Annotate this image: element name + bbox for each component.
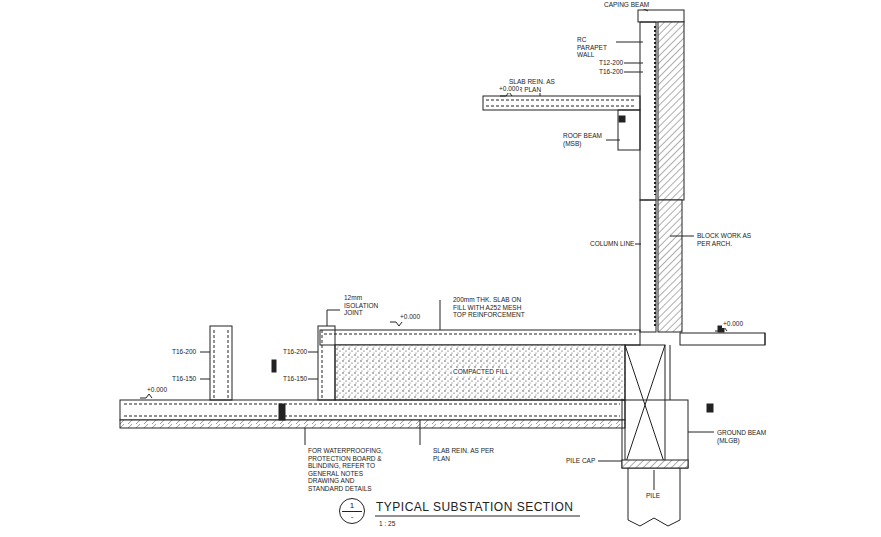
callout-label: PILE CAP	[565, 457, 596, 465]
callout-label: ROOF BEAM (MSB)	[562, 132, 606, 147]
drawing-title: TYPICAL SUBSTATION SECTION	[376, 500, 573, 514]
callout-label: +0.000	[722, 320, 744, 328]
callout-label: RC PARAPET WALL	[576, 36, 616, 59]
callout-label: 200mm THK. SLAB ON FILL WITH A252 MESH T…	[452, 296, 536, 319]
callout-label: COMPACTED FILL	[452, 368, 510, 376]
sheet-number: -	[340, 512, 364, 521]
callout-label: +0.000	[399, 313, 421, 321]
callout-label: T12-200	[598, 59, 624, 67]
callout-label: T16-200	[282, 348, 308, 356]
section-callout-circle: 1-	[339, 498, 365, 524]
callout-label: GROUND BEAM (MLGB)	[716, 429, 770, 444]
callout-label: 1 : 25	[378, 520, 396, 528]
callout-label: COLUMN LINE	[589, 240, 635, 248]
callout-label: +0.000	[146, 386, 168, 394]
callout-label: T16-150	[171, 375, 197, 383]
callout-label: CAPING BEAM	[603, 1, 650, 9]
callout-label: SLAB REIN. AS PER PLAN	[432, 447, 500, 462]
callout-label: +0.000	[498, 85, 520, 93]
callout-label: BLOCK WORK AS PER ARCH.	[696, 232, 754, 247]
callout-label: PILE	[645, 492, 661, 500]
callout-label: T16-200	[598, 68, 624, 76]
divider-line	[342, 511, 362, 512]
callout-label: T16-200	[171, 348, 197, 356]
callout-label: 12mm ISOLATION JOINT	[343, 294, 389, 317]
callout-label: T16-150	[282, 375, 308, 383]
detail-number: 1	[340, 501, 364, 510]
callout-label: FOR WATERPROOFING, PROTECTION BOARD & BL…	[307, 447, 391, 492]
